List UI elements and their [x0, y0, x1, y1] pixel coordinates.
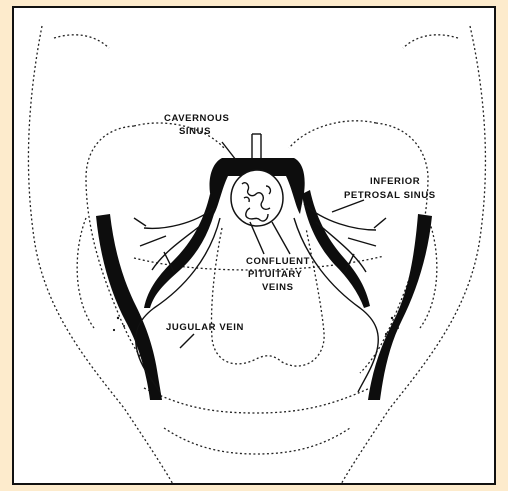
texture-speckles	[113, 317, 399, 335]
right-jugular-vein	[368, 214, 432, 400]
right-petrosal-black	[302, 190, 370, 308]
diagram-frame: CAVERNOUS SINUS INFERIOR PETROSAL SINUS …	[12, 6, 496, 485]
label-pituitary: PITUITARY	[248, 269, 303, 280]
label-cavernous: CAVERNOUS	[164, 113, 229, 124]
skull-base-outline	[144, 388, 370, 454]
label-sinus: SINUS	[179, 126, 211, 137]
label-inferior: INFERIOR	[370, 176, 420, 187]
label-veins: VEINS	[262, 282, 294, 293]
pituitary-venous-drainage-diagram: CAVERNOUS SINUS INFERIOR PETROSAL SINUS …	[14, 8, 496, 485]
cavernous-sinus-bridge	[242, 158, 272, 164]
label-jugular-vein: JUGULAR VEIN	[166, 322, 244, 333]
pituitary-gland	[231, 170, 283, 226]
label-confluent: CONFLUENT	[246, 256, 310, 267]
left-lobe-outline	[77, 123, 224, 373]
label-petrosal-sinus: PETROSAL SINUS	[344, 190, 436, 201]
